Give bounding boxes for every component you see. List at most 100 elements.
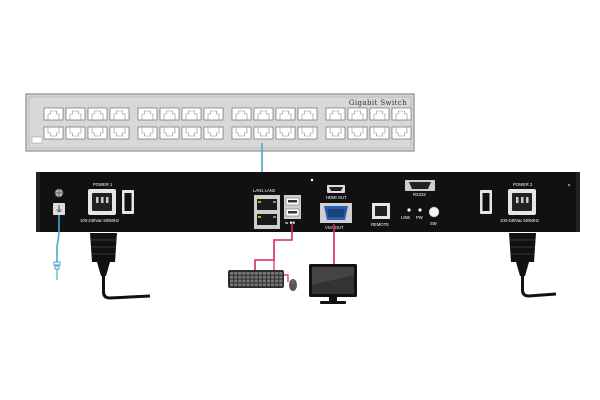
power1-inlet[interactable] xyxy=(88,189,116,215)
switch-port[interactable] xyxy=(369,107,390,121)
keyboard-key xyxy=(250,283,254,287)
switch-port[interactable] xyxy=(43,126,64,140)
switch-port-latch xyxy=(279,110,292,120)
keyboard-key xyxy=(262,283,266,287)
switch-port[interactable] xyxy=(297,126,318,140)
switch-port[interactable] xyxy=(87,126,108,140)
switch-port[interactable] xyxy=(137,107,158,121)
switch-port[interactable] xyxy=(325,126,346,140)
switch-port-latch xyxy=(351,127,364,137)
keyboard-key xyxy=(279,275,283,279)
keyboard-key xyxy=(234,279,238,283)
hdmi-port[interactable] xyxy=(327,185,345,193)
ground-icon xyxy=(54,188,64,198)
switch-port[interactable] xyxy=(231,126,252,140)
switch-port-latch xyxy=(207,127,220,137)
link-led xyxy=(407,208,411,212)
keyboard-key xyxy=(246,279,250,283)
keyboard-key xyxy=(266,283,271,287)
switch-port[interactable] xyxy=(297,107,318,121)
switch-port[interactable] xyxy=(109,107,130,121)
switch-port[interactable] xyxy=(231,107,252,121)
keyboard-key xyxy=(258,283,262,287)
switch-port[interactable] xyxy=(43,107,64,121)
link-label: LINK xyxy=(401,215,411,220)
lan-ports xyxy=(254,195,280,229)
keyboard-key xyxy=(254,275,258,279)
switch-port[interactable] xyxy=(65,126,86,140)
switch-port-latch xyxy=(257,127,270,137)
keyboard-key xyxy=(230,272,234,275)
keyboard-key xyxy=(250,272,254,275)
rs232-label: RS232 xyxy=(413,192,426,197)
lan-label: LAN1 LAN2 xyxy=(253,188,276,193)
remote-port[interactable] xyxy=(372,203,390,219)
switch-port[interactable] xyxy=(181,126,202,140)
keyboard-key xyxy=(275,279,279,283)
power2-inlet[interactable] xyxy=(508,189,536,215)
switch-port[interactable] xyxy=(369,126,390,140)
switch-label-plate xyxy=(31,136,43,144)
keyboard-key xyxy=(242,272,246,275)
rack-ear-right xyxy=(576,172,580,232)
switch-port[interactable] xyxy=(109,126,130,140)
switch-port[interactable] xyxy=(275,126,296,140)
switch-port-latch xyxy=(373,110,386,120)
switch-port[interactable] xyxy=(203,107,224,121)
sw-button[interactable] xyxy=(428,206,440,218)
switch-port[interactable] xyxy=(391,126,412,140)
keyboard-key xyxy=(262,275,266,279)
lan2-port[interactable] xyxy=(257,214,277,225)
switch-port-latch xyxy=(163,127,176,137)
switch-port[interactable] xyxy=(253,107,274,121)
sw-label: SW xyxy=(430,221,437,226)
ground-terminal[interactable] xyxy=(53,203,65,215)
switch-port[interactable] xyxy=(347,107,368,121)
switch-port[interactable] xyxy=(137,126,158,140)
keyboard-key xyxy=(275,283,279,287)
switch-port[interactable] xyxy=(253,126,274,140)
monitor-icon xyxy=(309,264,357,304)
switch-port[interactable] xyxy=(275,107,296,121)
switch-port[interactable] xyxy=(181,107,202,121)
switch-port[interactable] xyxy=(65,107,86,121)
switch-port[interactable] xyxy=(325,107,346,121)
switch-port[interactable] xyxy=(159,107,180,121)
power2-switch[interactable] xyxy=(480,190,492,214)
device-rear-panel: POWER 1 100-240Vac 50/60Hz LAN1 LAN2 xyxy=(36,172,580,232)
keyboard-key xyxy=(271,279,275,283)
keyboard-key xyxy=(275,275,279,279)
switch-port-latch xyxy=(141,127,154,137)
keyboard-key xyxy=(254,272,258,275)
switch-port-latch xyxy=(207,110,220,120)
keyboard-key xyxy=(254,279,258,283)
keyboard-key xyxy=(230,283,234,287)
power2-rating: 100-240Vac 50/60Hz xyxy=(500,218,539,223)
power-cord-right xyxy=(509,233,557,298)
keyboard-key xyxy=(238,279,242,283)
rs232-port[interactable] xyxy=(405,180,435,191)
power1-switch[interactable] xyxy=(122,190,134,214)
switch-port[interactable] xyxy=(203,126,224,140)
switch-port-latch xyxy=(69,127,82,137)
power1-label: POWER 1 xyxy=(93,182,113,187)
keyboard-key xyxy=(242,275,246,279)
switch-port-latch xyxy=(301,127,314,137)
keyboard-key xyxy=(250,275,254,279)
lan1-port[interactable] xyxy=(257,199,277,210)
switch-port[interactable] xyxy=(87,107,108,121)
switch-ports xyxy=(43,107,412,140)
switch-port[interactable] xyxy=(347,126,368,140)
usb-ports xyxy=(284,195,301,219)
switch-port-latch xyxy=(141,110,154,120)
keyboard-key xyxy=(266,279,271,283)
switch-port-latch xyxy=(301,110,314,120)
switch-port[interactable] xyxy=(391,107,412,121)
keyboard-key xyxy=(275,272,279,275)
switch-port-latch xyxy=(91,110,104,120)
keyboard-key xyxy=(230,275,234,279)
keyboard-key xyxy=(234,275,238,279)
usb-cable xyxy=(254,224,293,270)
vga-port[interactable] xyxy=(320,203,352,223)
switch-port[interactable] xyxy=(159,126,180,140)
